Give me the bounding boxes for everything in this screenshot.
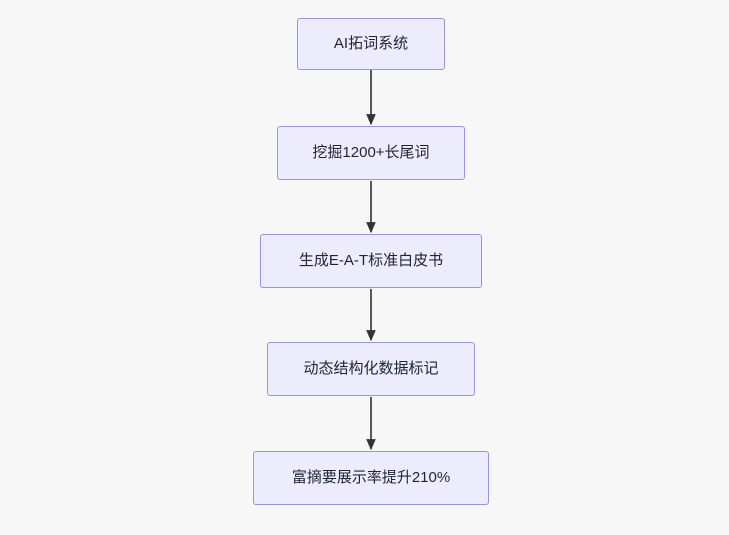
flowchart-node-n3: 生成E-A-T标准白皮书 (260, 234, 482, 288)
flowchart-node-label: 富摘要展示率提升210% (291, 469, 451, 486)
flowchart-node-n4: 动态结构化数据标记 (267, 342, 475, 396)
flowchart-node-n5: 富摘要展示率提升210% (253, 451, 489, 505)
flowchart-node-label: AI拓词系统 (333, 35, 409, 52)
flowchart-node-n1: AI拓词系统 (297, 18, 445, 70)
flowchart-node-n2: 挖掘1200+长尾词 (277, 126, 465, 180)
flowchart-node-label: 动态结构化数据标记 (303, 360, 439, 377)
flowchart-node-label: 挖掘1200+长尾词 (312, 144, 430, 161)
flowchart-node-label: 生成E-A-T标准白皮书 (298, 252, 444, 269)
